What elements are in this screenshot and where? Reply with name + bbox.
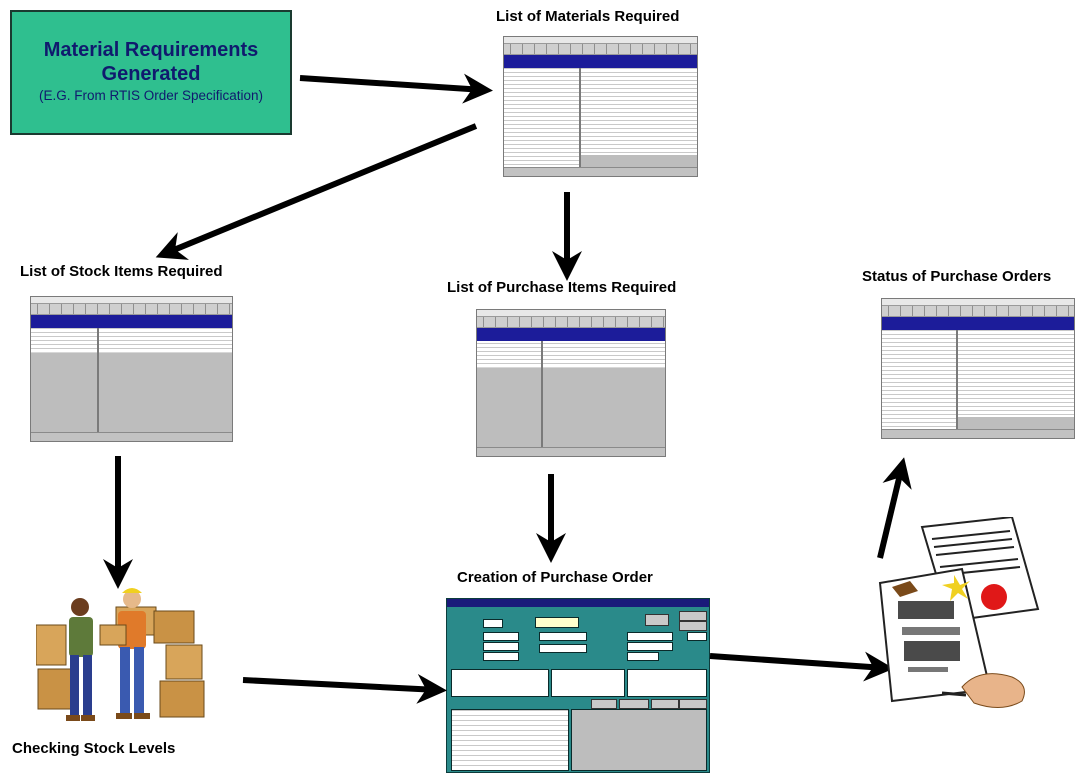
start-box-line3: (E.G. From RTIS Order Specification) [38,88,264,103]
purchase-items-screenshot [476,309,666,457]
arrow-documents-to-status [877,457,912,559]
caption-creation-po: Creation of Purchase Order [457,569,653,586]
caption-materials: List of Materials Required [496,8,680,25]
arrow-materials-to-stock [155,123,478,260]
materials-list-screenshot [503,36,698,177]
material-requirements-box: Material Requirements Generated (E.G. Fr… [10,10,292,135]
caption-purchase-items: List of Purchase Items Required [447,279,677,296]
purchase-order-form-screenshot [446,598,710,773]
stock-items-screenshot [30,296,233,442]
start-box-line2: Generated [101,63,201,85]
caption-status-orders: Status of Purchase Orders [862,268,1052,285]
caption-checking-stock: Checking Stock Levels [12,740,176,757]
arrow-creation-to-documents [709,651,894,682]
arrow-checking-to-creation [242,673,447,704]
arrow-start-to-materials [299,73,493,104]
workers-with-boxes-clipart [36,588,205,721]
status-orders-screenshot [881,298,1075,439]
caption-stock-items: List of Stock Items Required [20,263,223,280]
signing-documents-clipart [878,517,1040,708]
start-box-line1: Material Requirements [43,39,259,61]
